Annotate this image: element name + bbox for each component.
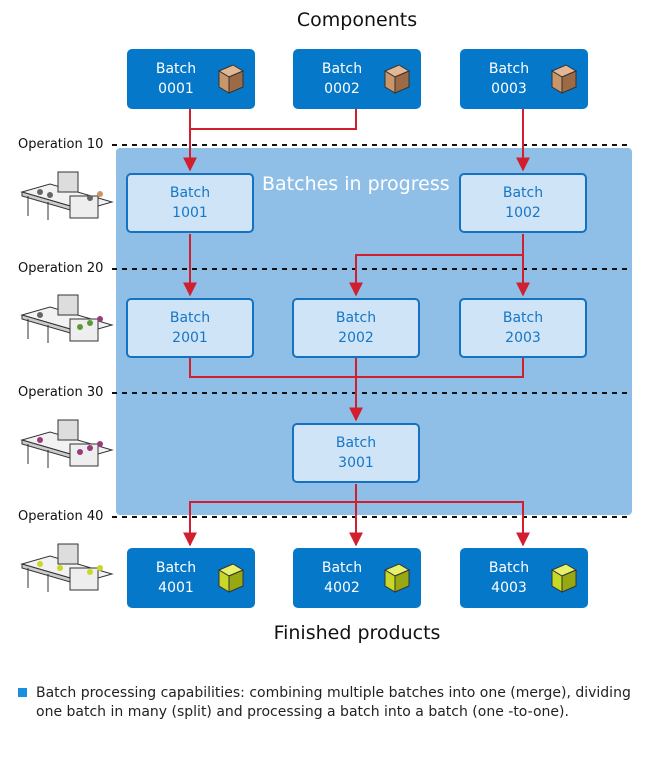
production-machine-icon <box>20 543 114 592</box>
component-batch-box: Batch 0003 <box>460 49 588 109</box>
in-progress-batch-box: Batch 2002 <box>292 298 420 358</box>
operation-30-label: Operation 30 <box>18 385 108 400</box>
component-cube-icon <box>550 64 578 94</box>
batch-number: 3001 <box>338 455 374 471</box>
batch-label: Batch <box>488 61 530 77</box>
operation-10-label: Operation 10 <box>18 137 108 152</box>
flow-0002-merge <box>190 108 357 130</box>
batch-label: Batch <box>335 310 377 326</box>
production-machine-icon <box>20 171 114 220</box>
component-cube-icon <box>383 64 411 94</box>
product-cube-icon <box>550 563 578 593</box>
flow-3001-to-4003 <box>356 501 530 547</box>
finished-batch-box: Batch 4002 <box>293 548 421 608</box>
batch-label: Batch <box>335 435 377 451</box>
components-heading: Components <box>296 9 418 31</box>
flow-3001-to-4001 <box>183 501 356 547</box>
component-cube-icon <box>217 64 245 94</box>
flow-1002-to-2002 <box>349 254 523 297</box>
batch-number: 0003 <box>491 81 527 97</box>
product-cube-icon <box>383 563 411 593</box>
batch-number: 4003 <box>491 580 527 596</box>
in-progress-batch-box: Batch 1002 <box>459 173 587 233</box>
batch-number: 4002 <box>324 580 360 596</box>
finished-batch-box: Batch 4001 <box>127 548 255 608</box>
caption-note: Batch processing capabilities: combining… <box>36 685 631 720</box>
batch-label: Batch <box>502 185 544 201</box>
production-machine-icon <box>20 419 114 468</box>
batch-label: Batch <box>169 185 211 201</box>
in-progress-batch-box: Batch 1001 <box>126 173 254 233</box>
batch-label: Batch <box>321 560 363 576</box>
batch-label: Batch <box>502 310 544 326</box>
component-batch-box: Batch 0002 <box>293 49 421 109</box>
batch-number: 1001 <box>172 205 208 221</box>
finished-products-heading: Finished products <box>273 622 441 644</box>
batch-number: 2003 <box>505 330 541 346</box>
batch-number: 0002 <box>324 81 360 97</box>
batch-number: 4001 <box>158 580 194 596</box>
production-machine-icon <box>20 294 114 343</box>
batch-label: Batch <box>169 310 211 326</box>
component-batch-box: Batch 0001 <box>127 49 255 109</box>
batch-number: 2002 <box>338 330 374 346</box>
batch-label: Batch <box>488 560 530 576</box>
operation-20-label: Operation 20 <box>18 261 108 276</box>
operation-40-label: Operation 40 <box>18 509 108 524</box>
product-cube-icon <box>217 563 245 593</box>
batch-label: Batch <box>155 61 197 77</box>
finished-batch-box: Batch 4003 <box>460 548 588 608</box>
in-progress-batch-box: Batch 3001 <box>292 423 420 483</box>
in-progress-batch-box: Batch 2001 <box>126 298 254 358</box>
progress-area-title: Batches in progress <box>262 173 450 195</box>
batch-number: 0001 <box>158 81 194 97</box>
batch-label: Batch <box>321 61 363 77</box>
batch-number: 1002 <box>505 205 541 221</box>
in-progress-batch-box: Batch 2003 <box>459 298 587 358</box>
batch-number: 2001 <box>172 330 208 346</box>
batch-label: Batch <box>155 560 197 576</box>
bullet-square-icon <box>18 688 27 697</box>
